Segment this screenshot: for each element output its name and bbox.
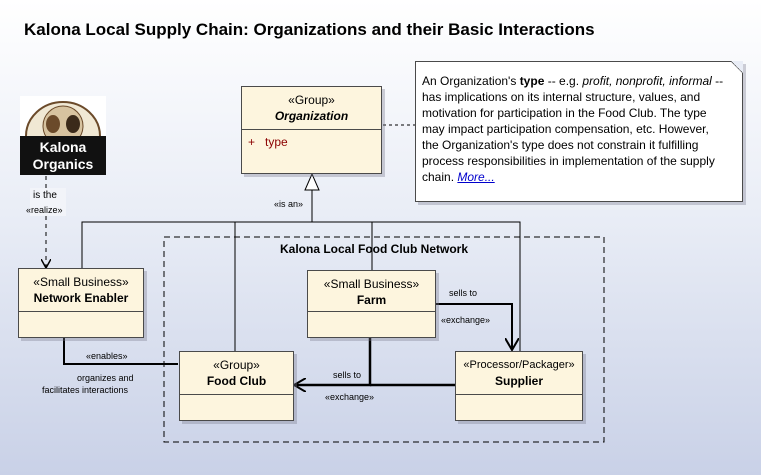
food-club-stereotype: «Group» [213, 358, 260, 372]
exchange-top-label: «exchange» [441, 315, 491, 325]
realize-label-bg [30, 188, 66, 216]
network-enabler-class[interactable]: «Small Business» Network Enabler [18, 268, 144, 338]
network-frame [163, 236, 605, 443]
attribute-name: type [265, 135, 288, 149]
generalization-triangle [304, 172, 320, 191]
note-text-1: An Organization's [422, 74, 520, 88]
exchange-bottom-label: «exchange» [325, 392, 375, 402]
logo-line1: Kalona [40, 139, 87, 155]
attribute-visibility: + [248, 135, 256, 149]
is-an-label: «is an» [274, 199, 304, 209]
food-club-divider [180, 394, 293, 395]
supplier-stereotype: «Processor/Packager» [463, 359, 575, 371]
farm-stereotype: «Small Business» [323, 277, 420, 291]
logo-graphic: Kalona Organics [20, 96, 106, 175]
diagram-title: Kalona Local Supply Chain: Organizations… [24, 20, 595, 39]
organization-divider [242, 129, 381, 130]
farm-class[interactable]: «Small Business» Farm [307, 270, 436, 338]
farm-divider [308, 311, 435, 312]
organization-name: Organization [274, 109, 349, 123]
note-examples: profit, nonprofit, informal [582, 74, 712, 88]
supplier-name: Supplier [494, 374, 543, 388]
sells-to-top-label: sells to [449, 288, 478, 298]
organizes-label-1: organizes and [77, 373, 134, 383]
organization-attribute: + type [248, 135, 288, 149]
note-text-3: -- has implications on its internal stru… [422, 74, 724, 184]
is-the-label: is the [33, 190, 57, 201]
type-note[interactable]: An Organization's type -- e.g. profit, n… [415, 61, 743, 202]
more-link[interactable]: More... [457, 170, 495, 184]
logo-line2: Organics [33, 156, 94, 172]
kalona-organics-logo: Kalona Organics [20, 96, 106, 175]
note-type-word: type [519, 74, 545, 88]
note-text-2: -- e.g. [544, 74, 583, 88]
realize-label: «realize» [26, 205, 63, 215]
enables-connector [63, 337, 178, 365]
sells-to-bottom-label: sells to [333, 370, 362, 380]
frame-title: Kalona Local Food Club Network [280, 242, 469, 256]
farm-supplier-connector [436, 303, 512, 350]
food-club-class[interactable]: «Group» Food Club [179, 351, 294, 421]
organizes-label-2: facilitates interactions [42, 385, 129, 395]
organization-stereotype: «Group» [288, 93, 335, 107]
note-fold-corner [731, 61, 743, 73]
supplier-class[interactable]: «Processor/Packager» Supplier [455, 351, 583, 421]
food-club-name: Food Club [206, 374, 267, 388]
generalization-branch-enabler [81, 221, 521, 352]
farm-name: Farm [356, 293, 387, 307]
network-enabler-stereotype: «Small Business» [33, 275, 129, 289]
network-enabler-name: Network Enabler [33, 291, 129, 305]
supplier-divider [456, 394, 582, 395]
organization-class[interactable]: «Group» Organization + type [241, 86, 382, 174]
enables-label: «enables» [86, 351, 128, 361]
network-enabler-divider [19, 311, 143, 312]
